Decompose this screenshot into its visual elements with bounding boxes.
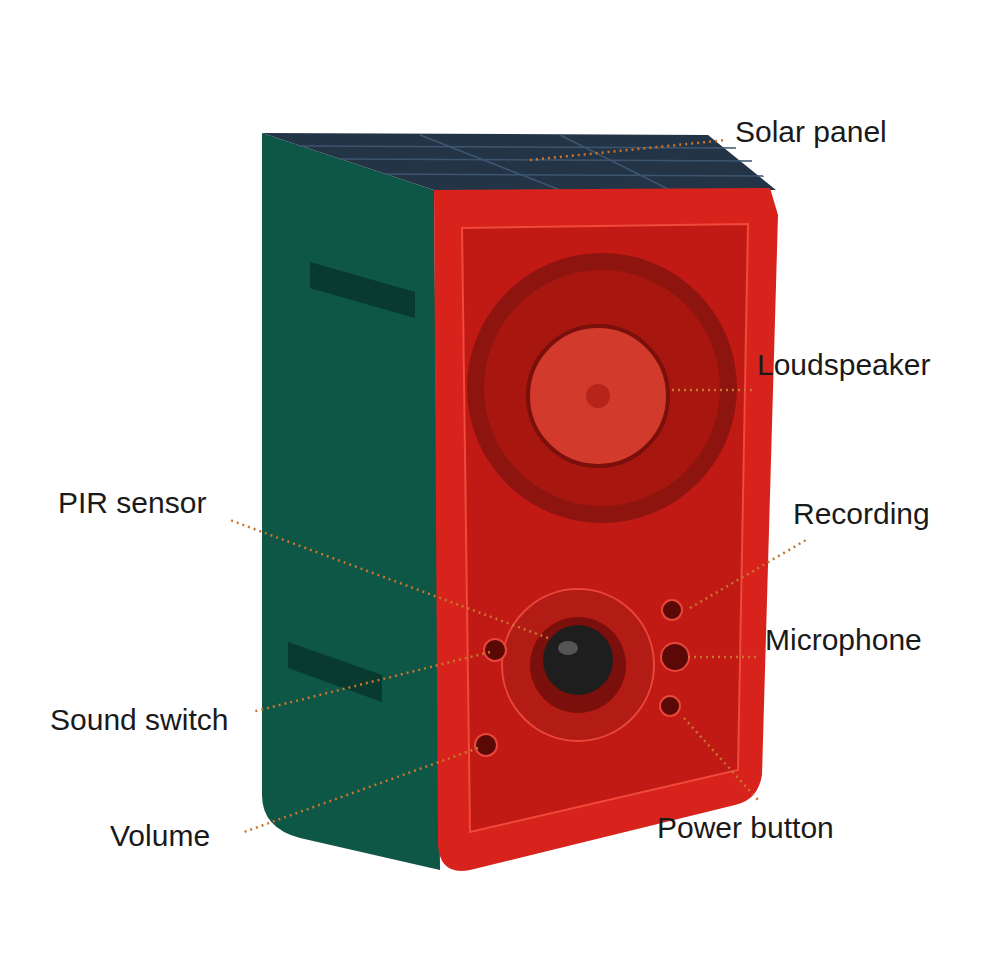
vent-slot: [310, 262, 415, 318]
leader-lines: [230, 140, 806, 832]
speaker-cap: [586, 384, 610, 408]
part-label: Sound switch: [50, 702, 228, 738]
speaker-horn: [467, 253, 737, 523]
pir-highlight: [558, 641, 578, 655]
housing-side: [262, 133, 440, 870]
speaker-horn: [484, 270, 720, 506]
front-housing: [434, 188, 778, 871]
vent-slot: [288, 642, 382, 702]
pir-housing: [502, 589, 654, 741]
part-label: Recording: [793, 496, 930, 532]
solar-panel: [262, 133, 776, 190]
part-label: Power button: [657, 810, 834, 846]
part-label: Solar panel: [735, 114, 887, 150]
solar-grid: [300, 135, 764, 190]
pir-ring: [530, 617, 626, 713]
part-label: Loudspeaker: [757, 347, 930, 383]
pir-lens: [543, 625, 613, 695]
speaker-cone: [528, 326, 668, 466]
part-label: Volume: [110, 818, 210, 854]
part-label: PIR sensor: [58, 485, 206, 521]
part-label: Microphone: [765, 622, 922, 658]
